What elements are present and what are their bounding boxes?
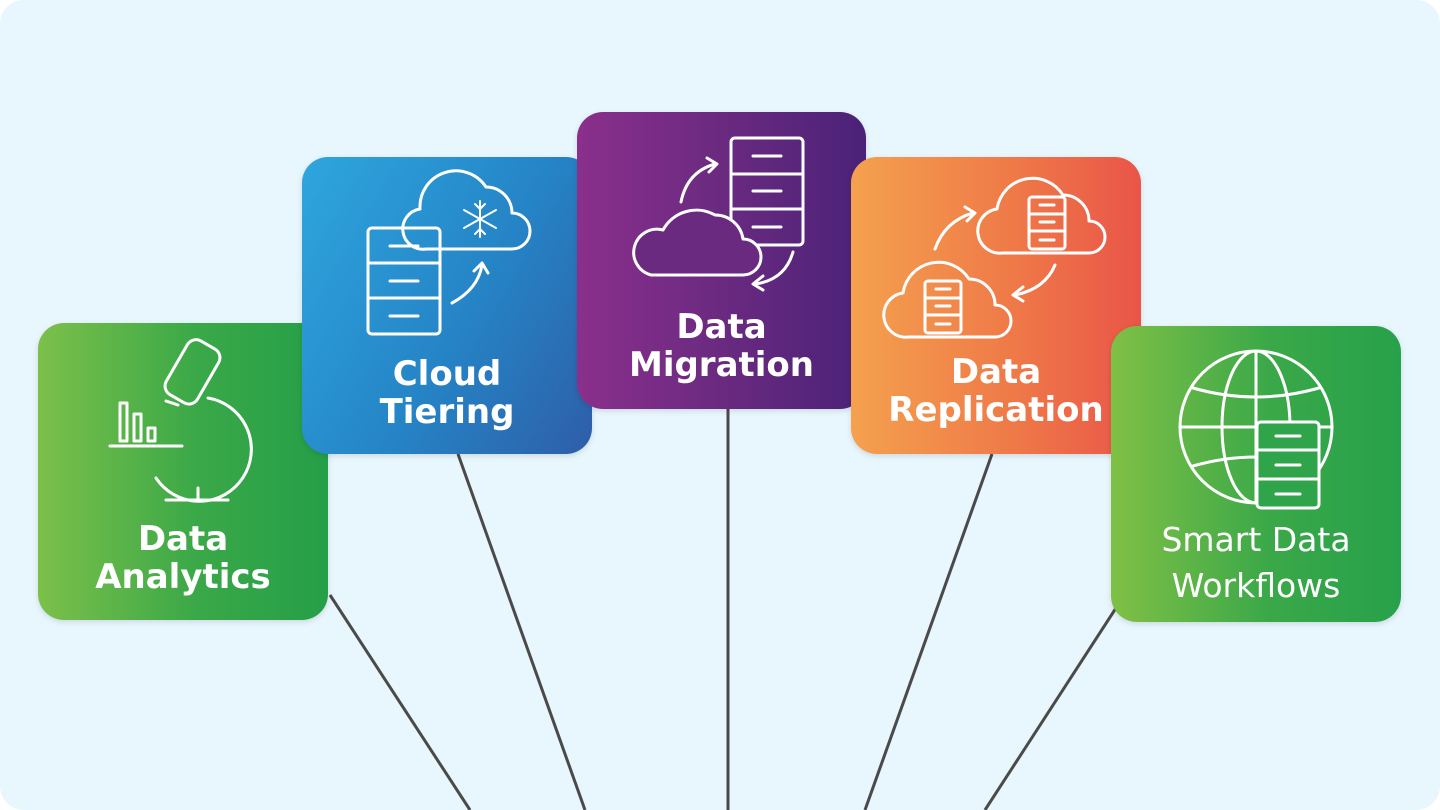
globe-server-icon [1178, 349, 1334, 510]
tile-label-line-1: Smart Data [1161, 520, 1351, 559]
tile-label-line-2: Workflows [1171, 566, 1341, 605]
cloud-snowflake-server-icon [366, 169, 532, 336]
tile-label: Data Migration [577, 308, 866, 384]
tile-label: Smart Data Workflows [1111, 517, 1401, 609]
tile-smart-data-workflows[interactable]: Smart Data Workflows [1111, 326, 1401, 622]
tile-data-replication[interactable]: Data Replication [851, 157, 1141, 454]
connector-analytics [328, 594, 472, 810]
tile-label-line-2: Replication [888, 390, 1104, 430]
microscope-chart-icon [108, 338, 253, 503]
tile-label-line-1: Data [137, 519, 229, 559]
tile-label-line-1: Cloud [392, 354, 502, 394]
connector-workflows [983, 607, 1118, 810]
tile-label-line-1: Data [950, 352, 1042, 392]
tile-label: Cloud Tiering [302, 355, 592, 431]
tile-label-line-2: Tiering [379, 392, 515, 432]
tile-data-migration[interactable]: Data Migration [577, 112, 866, 409]
tile-label: Data Analytics [38, 520, 328, 596]
cloud-replication-icon [882, 176, 1107, 339]
tile-label-line-2: Analytics [95, 557, 271, 597]
tile-label: Data Replication [851, 353, 1141, 429]
connector-replication [863, 453, 994, 810]
cloud-server-sync-icon [632, 136, 805, 292]
tile-cloud-tiering[interactable]: Cloud Tiering [302, 157, 592, 454]
tile-data-analytics[interactable]: Data Analytics [38, 323, 328, 620]
tile-label-line-2: Migration [628, 345, 814, 385]
tile-label-line-1: Data [676, 307, 767, 347]
connector-cloud [456, 453, 587, 810]
